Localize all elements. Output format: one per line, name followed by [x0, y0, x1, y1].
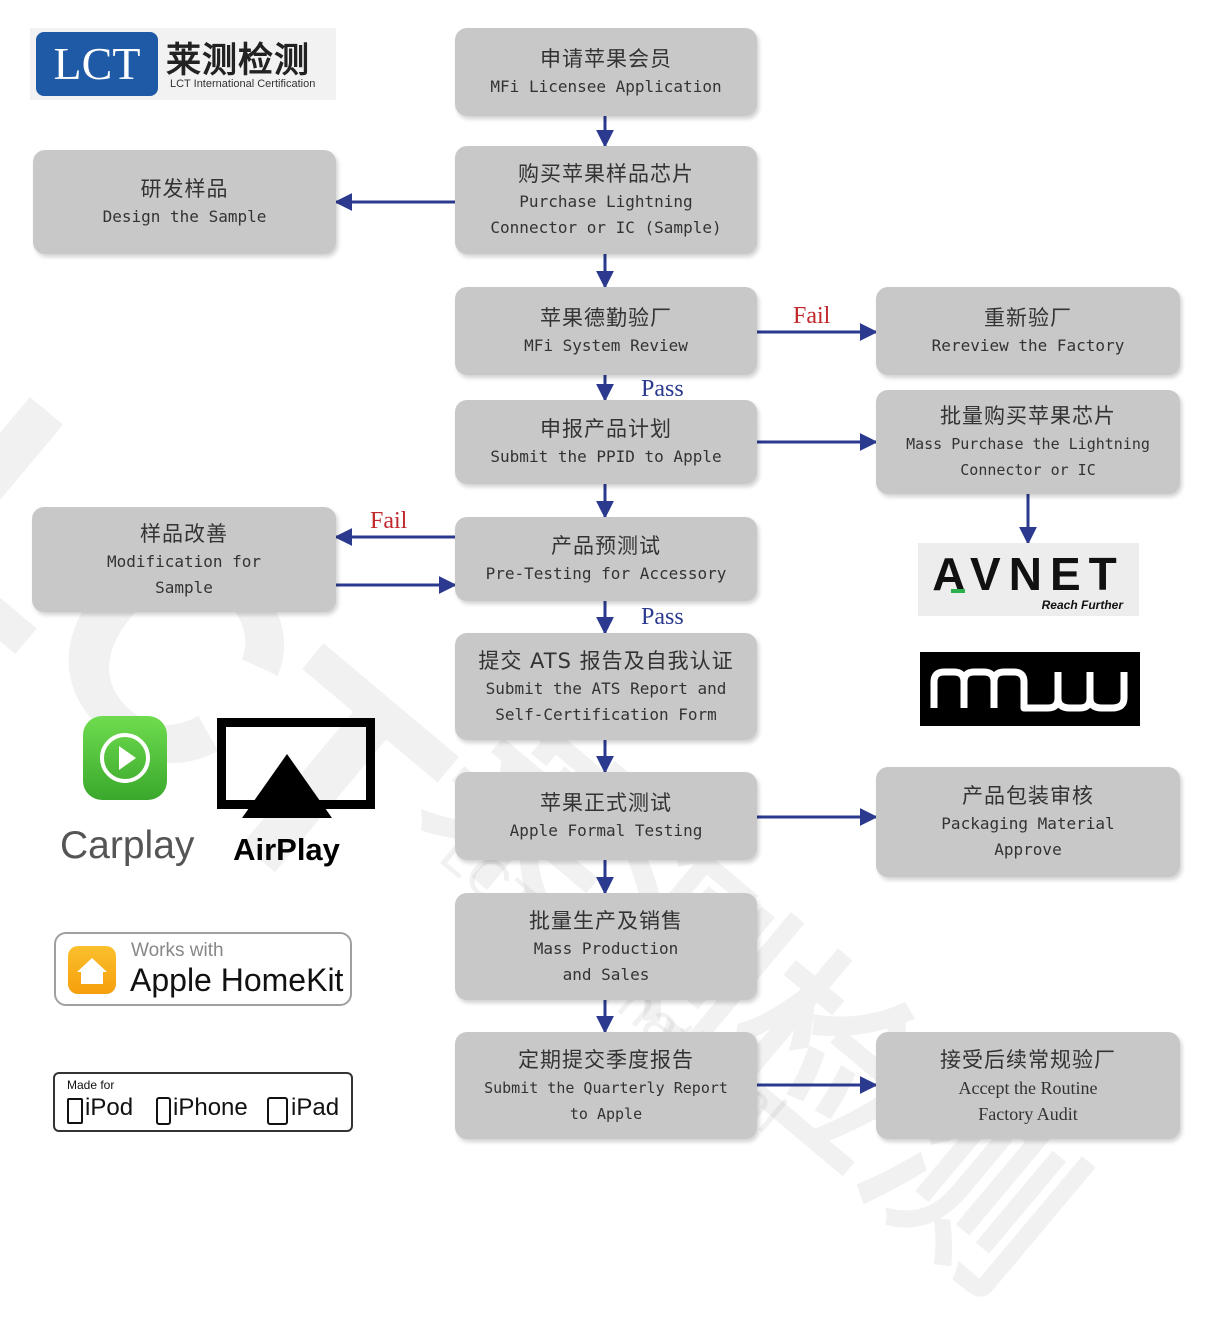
avnet-tagline: Reach Further: [1041, 598, 1123, 612]
airplay-triangle-icon: [242, 754, 332, 818]
step-title-zh: 购买苹果样品芯片: [518, 162, 694, 186]
step-modification: 样品改善 Modification for Sample: [32, 507, 336, 612]
ipod-icon: [67, 1098, 83, 1124]
airplay-badge: AirPlay: [214, 718, 375, 878]
homekit-badge: Works with Apple HomeKit: [54, 932, 352, 1006]
step-purchase-sample: 购买苹果样品芯片 Purchase Lightning Connector or…: [455, 146, 757, 254]
step-system-review: 苹果德勤验厂 MFi System Review: [455, 287, 757, 375]
step-title-en: Purchase Lightning Connector or IC (Samp…: [490, 192, 722, 237]
step-pre-testing: 产品预测试 Pre-Testing for Accessory: [455, 517, 757, 601]
step-title-zh: 研发样品: [140, 177, 229, 201]
step-routine-audit: 接受后续常规验厂 Accept the Routine Factory Audi…: [876, 1032, 1180, 1139]
step-title-en: Mass Purchase the Lightning Connector or…: [906, 435, 1150, 479]
step-title-zh: 重新验厂: [984, 306, 1072, 330]
step-title-zh: 苹果正式测试: [540, 791, 672, 815]
step-title-zh: 批量生产及销售: [529, 908, 683, 933]
fail-label-review: Fail: [793, 303, 831, 329]
step-rereview: 重新验厂 Rereview the Factory: [876, 287, 1180, 375]
step-packaging: 产品包装审核 Packaging Material Approve: [876, 767, 1180, 877]
lct-logo-subtitle: LCT International Certification: [170, 78, 316, 90]
lct-logo: LCT 莱测检测 LCT International Certification: [30, 28, 336, 100]
step-title-zh: 苹果德勤验厂: [540, 306, 672, 330]
pass-label-pretesting: Pass: [641, 604, 684, 630]
step-title-en: Design the Sample: [102, 207, 267, 226]
homekit-bottom: Apple HomeKit: [130, 962, 344, 998]
step-quarterly-report: 定期提交季度报告 Submit the Quarterly Report to …: [455, 1032, 757, 1139]
pass-label-review: Pass: [641, 376, 684, 402]
step-design-sample: 研发样品 Design the Sample: [33, 150, 336, 254]
step-title-zh: 接受后续常规验厂: [940, 1047, 1116, 1072]
homekit-top: Works with: [131, 940, 224, 961]
step-title-en: Rereview the Factory: [931, 336, 1125, 355]
step-title-zh: 提交 ATS 报告及自我认证: [478, 648, 734, 673]
carplay-badge: Carplay: [60, 716, 195, 876]
step-title-zh: 产品包装审核: [962, 784, 1094, 808]
mfi-ipad: iPad: [291, 1094, 340, 1121]
ipad-icon: [267, 1097, 288, 1125]
avnet-logo: AVNET Reach Further: [918, 543, 1139, 616]
arrow-logo: ARROW: [920, 652, 1140, 726]
step-title-zh: 样品改善: [140, 521, 228, 546]
step-title-en: MFi Licensee Application: [490, 77, 722, 96]
step-title-en: Pre-Testing for Accessory: [485, 564, 727, 583]
step-title-zh: 申请苹果会员: [540, 47, 672, 71]
step-title-en: MFi System Review: [524, 336, 688, 355]
step-title-zh: 申报产品计划: [540, 417, 672, 441]
step-title-en: Submit the PPID to Apple: [490, 447, 722, 466]
step-title-en: Mass Production and Sales: [533, 938, 679, 984]
iphone-icon: [156, 1097, 171, 1125]
mfi-top: Made for: [67, 1078, 115, 1092]
step-formal-testing: 苹果正式测试 Apple Formal Testing: [455, 772, 757, 860]
mfi-ipod: iPod: [85, 1094, 134, 1121]
step-title-zh: 产品预测试: [551, 534, 661, 558]
mfi-badge: Made for iPod iPhone iPad: [53, 1072, 353, 1132]
step-submit-ppid: 申报产品计划 Submit the PPID to Apple: [455, 400, 757, 484]
avnet-accent: [951, 589, 965, 593]
carplay-icon: [83, 716, 167, 800]
fail-label-pretesting: Fail: [370, 508, 408, 534]
carplay-label: Carplay: [60, 824, 195, 867]
homekit-icon: [68, 946, 116, 994]
step-title-en: Submit the Quarterly Report to Apple: [484, 1078, 728, 1123]
step-title-en: Packaging Material Approve: [941, 814, 1115, 859]
step-mass-production: 批量生产及销售 Mass Production and Sales: [455, 893, 757, 1000]
step-title-en: Modification for Sample: [106, 551, 262, 597]
lct-logo-name: 莱测检测: [166, 41, 311, 81]
step-mass-purchase: 批量购买苹果芯片 Mass Purchase the Lightning Con…: [876, 390, 1180, 494]
step-title-en: Apple Formal Testing: [509, 821, 703, 840]
step-title-en: Submit the ATS Report and Self-Certifica…: [485, 678, 727, 724]
step-title-zh: 定期提交季度报告: [518, 1047, 694, 1072]
mfi-iphone: iPhone: [173, 1094, 248, 1121]
step-title-zh: 批量购买苹果芯片: [940, 404, 1116, 428]
flow-arrows: [334, 116, 1037, 1094]
airplay-label: AirPlay: [233, 832, 340, 867]
arrow-wordmark-icon: [930, 668, 1128, 712]
step-title-en: Accept the Routine Factory Audit: [958, 1077, 1098, 1124]
step-ats-report: 提交 ATS 报告及自我认证 Submit the ATS Report and…: [455, 633, 757, 740]
step-mfi-application: 申请苹果会员 MFi Licensee Application: [455, 28, 757, 116]
lct-logo-mark: LCT: [36, 32, 158, 96]
